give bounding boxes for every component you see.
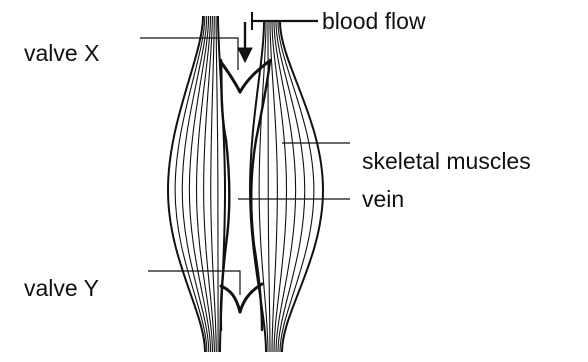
skeletal-muscles-label: skeletal muscles [362, 150, 531, 173]
left-muscle-fiber [211, 16, 217, 352]
arrowhead-icon [238, 48, 252, 62]
valve-y-label: valve Y [24, 277, 99, 300]
left-muscle-fiber [216, 16, 218, 352]
valve-x [221, 62, 268, 92]
blood-flow-arrow [238, 12, 318, 62]
blood-flow-label: blood flow [322, 10, 426, 33]
left-skeletal-muscle [168, 16, 225, 352]
left-muscle-fiber [182, 16, 209, 352]
vein-label: vein [362, 188, 404, 211]
valve-y-left-cusp [221, 286, 240, 312]
valve-x-left-cusp [221, 62, 240, 92]
valve-y [221, 284, 262, 312]
left-muscle-fiber [175, 16, 207, 352]
valve-x-label: valve X [24, 42, 99, 65]
leader-lines [140, 38, 350, 295]
